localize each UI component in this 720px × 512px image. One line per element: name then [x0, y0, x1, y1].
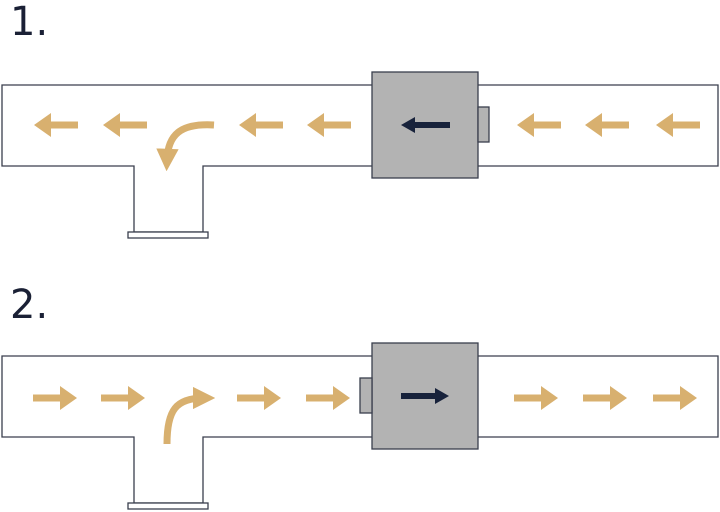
air-arrow-icon — [585, 113, 629, 137]
diagram-2 — [1, 342, 719, 510]
diagram-1-label: 1. — [10, 0, 49, 45]
air-arrow-icon — [517, 113, 561, 137]
fan-1-motor — [477, 106, 490, 143]
air-arrow-icon — [653, 386, 697, 410]
air-arrow-icon — [34, 113, 78, 137]
duct-1 — [1, 84, 372, 233]
air-arrow-icon — [583, 386, 627, 410]
air-arrow-icon — [656, 113, 700, 137]
air-arrow-icon — [239, 113, 283, 137]
air-arrow-icon — [101, 386, 145, 410]
air-arrow-icon — [103, 113, 147, 137]
turn-up-curved-arrow-icon — [163, 386, 216, 445]
air-arrow-icon — [307, 113, 351, 137]
air-arrow-icon — [33, 386, 77, 410]
air-arrow-icon — [306, 386, 350, 410]
turn-down-curved-arrow-icon — [156, 121, 215, 172]
diagram-1 — [1, 71, 719, 239]
branch-1-end-plate — [127, 231, 209, 239]
branch-2-end-plate — [127, 502, 209, 510]
duct-2 — [1, 355, 372, 504]
fan-1-direction-arrow-icon — [401, 117, 450, 133]
air-arrow-icon — [514, 386, 558, 410]
fan-2-direction-arrow-icon — [401, 388, 449, 404]
air-arrow-icon — [237, 386, 281, 410]
fan-2-motor — [359, 377, 373, 414]
diagram-2-label: 2. — [10, 282, 49, 328]
